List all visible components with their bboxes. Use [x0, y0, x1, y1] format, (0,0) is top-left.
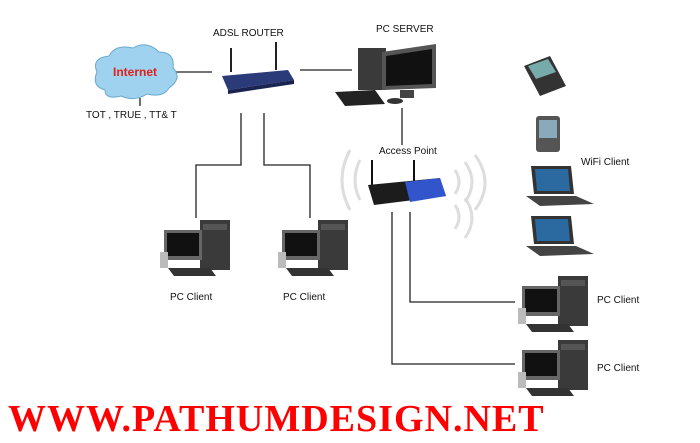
pc-client-label: PC Client — [283, 292, 326, 303]
wifi-client-label: WiFi Client — [581, 157, 630, 168]
internet-label: Internet — [113, 65, 157, 79]
watermark: WWW.PATHUMDESIGN.NET — [8, 398, 545, 440]
internet-cloud-icon: Internet — [94, 44, 178, 100]
connections — [139, 69, 515, 365]
pc-client-label: PC Client — [597, 295, 640, 306]
pda-icon — [536, 116, 560, 152]
pc-client-label: PC Client — [597, 363, 640, 374]
server-label: PC SERVER — [376, 24, 434, 35]
line-ap-client4 — [391, 212, 515, 365]
access-point-label: Access Point — [379, 146, 437, 157]
laptop-icon — [526, 166, 594, 206]
mobile-phone-icon — [524, 56, 566, 96]
router-label: ADSL ROUTER — [213, 28, 284, 39]
pc-server-icon — [335, 44, 436, 106]
pc-client-label: PC Client — [170, 292, 213, 303]
line-ap-client3 — [409, 212, 515, 303]
pc-client-icon — [160, 220, 230, 276]
pc-client-icon — [518, 340, 588, 396]
laptop-icon — [526, 216, 594, 256]
isp-label: TOT , TRUE , TT& T — [86, 110, 177, 121]
wifi-signal-icon — [340, 149, 487, 239]
line-router-client2 — [263, 113, 311, 218]
pc-client-icon — [518, 276, 588, 332]
access-point-icon — [368, 160, 446, 205]
adsl-router-icon — [222, 42, 294, 94]
pc-client-icon — [278, 220, 348, 276]
line-router-client1 — [195, 113, 242, 218]
